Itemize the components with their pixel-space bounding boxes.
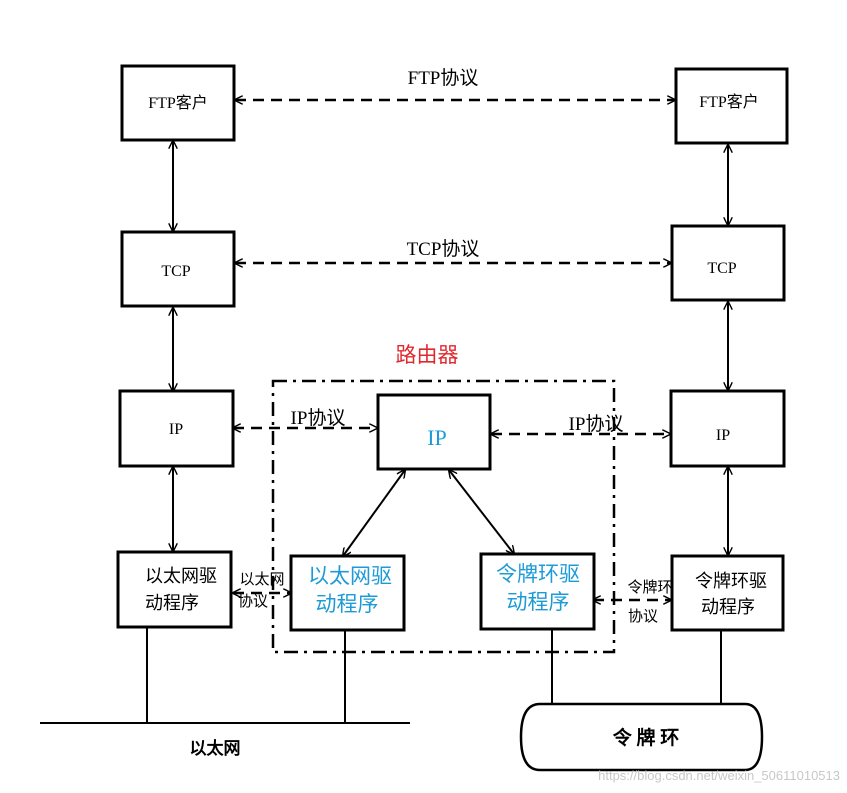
router-ip-eth-link xyxy=(343,470,405,556)
left-ethernet-driver-box xyxy=(116,550,233,629)
ftp-protocol-label: FTP协议 xyxy=(408,67,479,89)
left-tcp-box xyxy=(120,230,236,308)
router-ethernet-driver-line1: 以太网驱 xyxy=(308,564,392,588)
eth-protocol-label-line2: 协议 xyxy=(238,593,268,610)
router-ip-box xyxy=(376,393,492,471)
left-ip-box xyxy=(118,389,235,468)
ethernet-label: 以太网 xyxy=(190,738,241,758)
watermark: https://blog.csdn.net/weixin_50611010513 xyxy=(598,768,840,783)
right-ftp-client-box xyxy=(674,67,789,145)
right-tcp-label: TCP xyxy=(707,260,736,277)
left-ftp-client-label: FTP客户 xyxy=(148,94,208,112)
ip-protocol-right-label: IP协议 xyxy=(569,413,624,435)
right-ip-box xyxy=(669,389,786,468)
left-ip-label: IP xyxy=(169,421,183,438)
router-token-ring-driver-box xyxy=(479,552,596,631)
right-tcp-box xyxy=(670,224,786,302)
right-token-ring-driver-line2: 动程序 xyxy=(701,597,755,617)
ip-protocol-left-label: IP协议 xyxy=(291,407,346,429)
router-title: 路由器 xyxy=(396,343,459,367)
left-ethernet-driver-line2: 动程序 xyxy=(145,593,199,613)
router-ip-token-link xyxy=(449,470,514,554)
token-protocol-label-line2: 协议 xyxy=(628,608,658,625)
token-protocol-label-line1: 令牌环 xyxy=(627,579,672,596)
right-ip-label: IP xyxy=(716,427,730,444)
router-ethernet-driver-box xyxy=(289,554,406,632)
router-boundary xyxy=(271,379,616,654)
left-tcp-label: TCP xyxy=(161,263,190,280)
left-ftp-client-box xyxy=(120,64,236,142)
right-token-ring-driver-box xyxy=(670,554,785,632)
token-ring xyxy=(519,702,764,772)
right-token-ring-driver-line1: 令牌环驱 xyxy=(695,571,767,591)
left-ethernet-driver-line1: 以太网驱 xyxy=(145,566,217,586)
router-token-ring-driver-line1: 令牌环驱 xyxy=(496,562,580,586)
router-ip-label: IP xyxy=(427,425,447,450)
router-ethernet-driver-line2: 动程序 xyxy=(316,592,379,616)
eth-protocol-label-line1: 以太网 xyxy=(239,571,284,588)
tcp-protocol-label: TCP协议 xyxy=(407,238,480,260)
right-ftp-client-label: FTP客户 xyxy=(699,93,759,111)
token-ring-label: 令 牌 环 xyxy=(613,726,680,749)
router-token-ring-driver-line2: 动程序 xyxy=(507,590,570,614)
